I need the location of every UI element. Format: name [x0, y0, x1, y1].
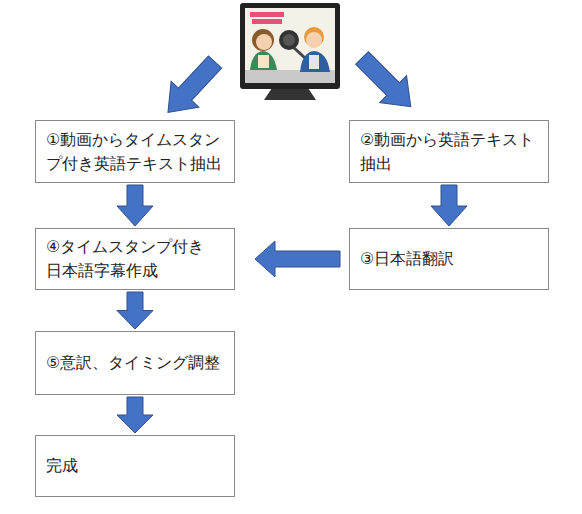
man-apron	[300, 51, 330, 72]
block-arrow	[431, 185, 467, 226]
block-arrow	[117, 185, 153, 226]
process-box: ⑤意訳、タイミング調整	[35, 331, 235, 395]
woman-apron-bib	[258, 55, 269, 68]
woman-hair	[252, 29, 274, 51]
process-box: 完成	[35, 435, 235, 497]
box-text: ④タイムスタンプ付き 日本語字幕作成	[46, 235, 226, 283]
box-text: 完成	[46, 454, 226, 478]
process-box: ③日本語翻訳	[349, 228, 549, 290]
process-box: ①動画からタイムスタンプ付き英語テキスト抽出	[35, 120, 235, 183]
woman-face	[256, 34, 272, 50]
tv-sign	[252, 19, 282, 24]
block-arrow	[117, 397, 153, 433]
box-text: ②動画から英語テキスト抽出	[360, 128, 540, 176]
monitor-stand	[264, 88, 316, 100]
process-box: ②動画から英語テキスト抽出	[349, 120, 549, 183]
frying-pan-inner	[283, 34, 295, 46]
man-face	[306, 32, 322, 48]
box-text: ①動画からタイムスタンプ付き英語テキスト抽出	[46, 128, 226, 176]
frying-pan	[279, 30, 299, 50]
block-arrow	[349, 45, 425, 121]
tv-sign	[250, 12, 284, 17]
monitor-frame	[240, 3, 340, 89]
box-text: ⑤意訳、タイミング調整	[46, 351, 226, 375]
process-box: ④タイムスタンプ付き 日本語字幕作成	[35, 228, 235, 290]
box-text: ③日本語翻訳	[360, 247, 540, 271]
block-arrow	[117, 292, 153, 329]
woman-apron	[250, 51, 277, 70]
block-arrow	[255, 241, 340, 277]
man-shirt	[309, 55, 319, 69]
block-arrow	[154, 49, 229, 125]
monitor-screen	[245, 8, 335, 83]
man-hair	[304, 27, 324, 47]
